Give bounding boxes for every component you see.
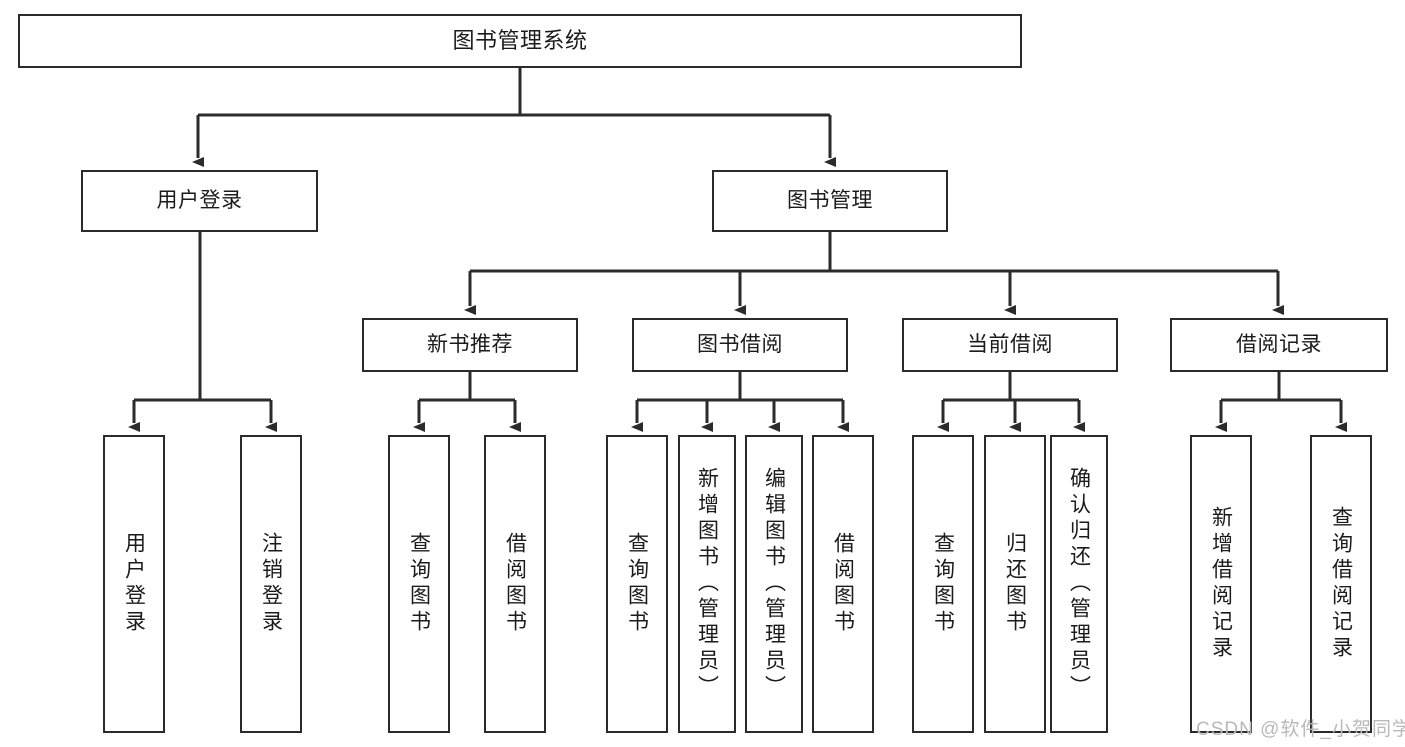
node-root[interactable]: 图书管理系统 xyxy=(18,14,1022,68)
node-user-login[interactable]: 用户登录 xyxy=(81,170,318,232)
node-leaf-query-borrow-record[interactable]: 查询借阅记录 xyxy=(1310,435,1372,733)
node-root-label: 图书管理系统 xyxy=(452,28,588,54)
node-leaf-edit-book-admin-label: 编辑图书（管理员） xyxy=(762,467,786,701)
node-leaf-query-book-3[interactable]: 查询图书 xyxy=(912,435,974,733)
node-leaf-add-borrow-record-label: 新增借阅记录 xyxy=(1209,506,1233,662)
node-current-borrow-label: 当前借阅 xyxy=(967,332,1053,356)
node-leaf-add-book-admin[interactable]: 新增图书（管理员） xyxy=(678,435,736,733)
node-book-manage[interactable]: 图书管理 xyxy=(712,170,948,232)
node-leaf-borrow-book-2[interactable]: 借阅图书 xyxy=(812,435,874,733)
node-leaf-query-book-2[interactable]: 查询图书 xyxy=(606,435,668,733)
node-leaf-confirm-return-admin[interactable]: 确认归还（管理员） xyxy=(1050,435,1108,733)
node-leaf-query-book-1[interactable]: 查询图书 xyxy=(388,435,450,733)
node-leaf-user-logout-label: 注销登录 xyxy=(259,532,283,636)
node-book-borrow[interactable]: 图书借阅 xyxy=(632,318,848,372)
node-new-book-rec[interactable]: 新书推荐 xyxy=(362,318,578,372)
node-book-manage-label: 图书管理 xyxy=(787,188,873,212)
node-borrow-record[interactable]: 借阅记录 xyxy=(1170,318,1388,372)
node-new-book-rec-label: 新书推荐 xyxy=(427,332,513,356)
node-book-borrow-label: 图书借阅 xyxy=(697,332,783,356)
node-leaf-user-login-label: 用户登录 xyxy=(122,532,146,636)
node-leaf-query-borrow-record-label: 查询借阅记录 xyxy=(1329,506,1353,662)
node-leaf-query-book-2-label: 查询图书 xyxy=(625,532,649,636)
node-leaf-borrow-book-1[interactable]: 借阅图书 xyxy=(484,435,546,733)
node-borrow-record-label: 借阅记录 xyxy=(1236,332,1322,356)
node-leaf-user-login[interactable]: 用户登录 xyxy=(103,435,165,733)
node-leaf-borrow-book-1-label: 借阅图书 xyxy=(503,532,527,636)
node-leaf-borrow-book-2-label: 借阅图书 xyxy=(831,532,855,636)
node-leaf-add-book-admin-label: 新增图书（管理员） xyxy=(695,467,719,701)
watermark-text: CSDN @软件_小贺同学 xyxy=(1196,719,1405,740)
node-leaf-add-borrow-record[interactable]: 新增借阅记录 xyxy=(1190,435,1252,733)
node-leaf-return-book[interactable]: 归还图书 xyxy=(984,435,1046,733)
node-leaf-confirm-return-admin-label: 确认归还（管理员） xyxy=(1067,467,1091,701)
node-user-login-label: 用户登录 xyxy=(156,188,243,212)
node-current-borrow[interactable]: 当前借阅 xyxy=(902,318,1118,372)
node-leaf-return-book-label: 归还图书 xyxy=(1003,532,1027,636)
node-leaf-query-book-1-label: 查询图书 xyxy=(407,532,431,636)
node-leaf-user-logout[interactable]: 注销登录 xyxy=(240,435,302,733)
node-leaf-edit-book-admin[interactable]: 编辑图书（管理员） xyxy=(745,435,803,733)
node-leaf-query-book-3-label: 查询图书 xyxy=(931,532,955,636)
